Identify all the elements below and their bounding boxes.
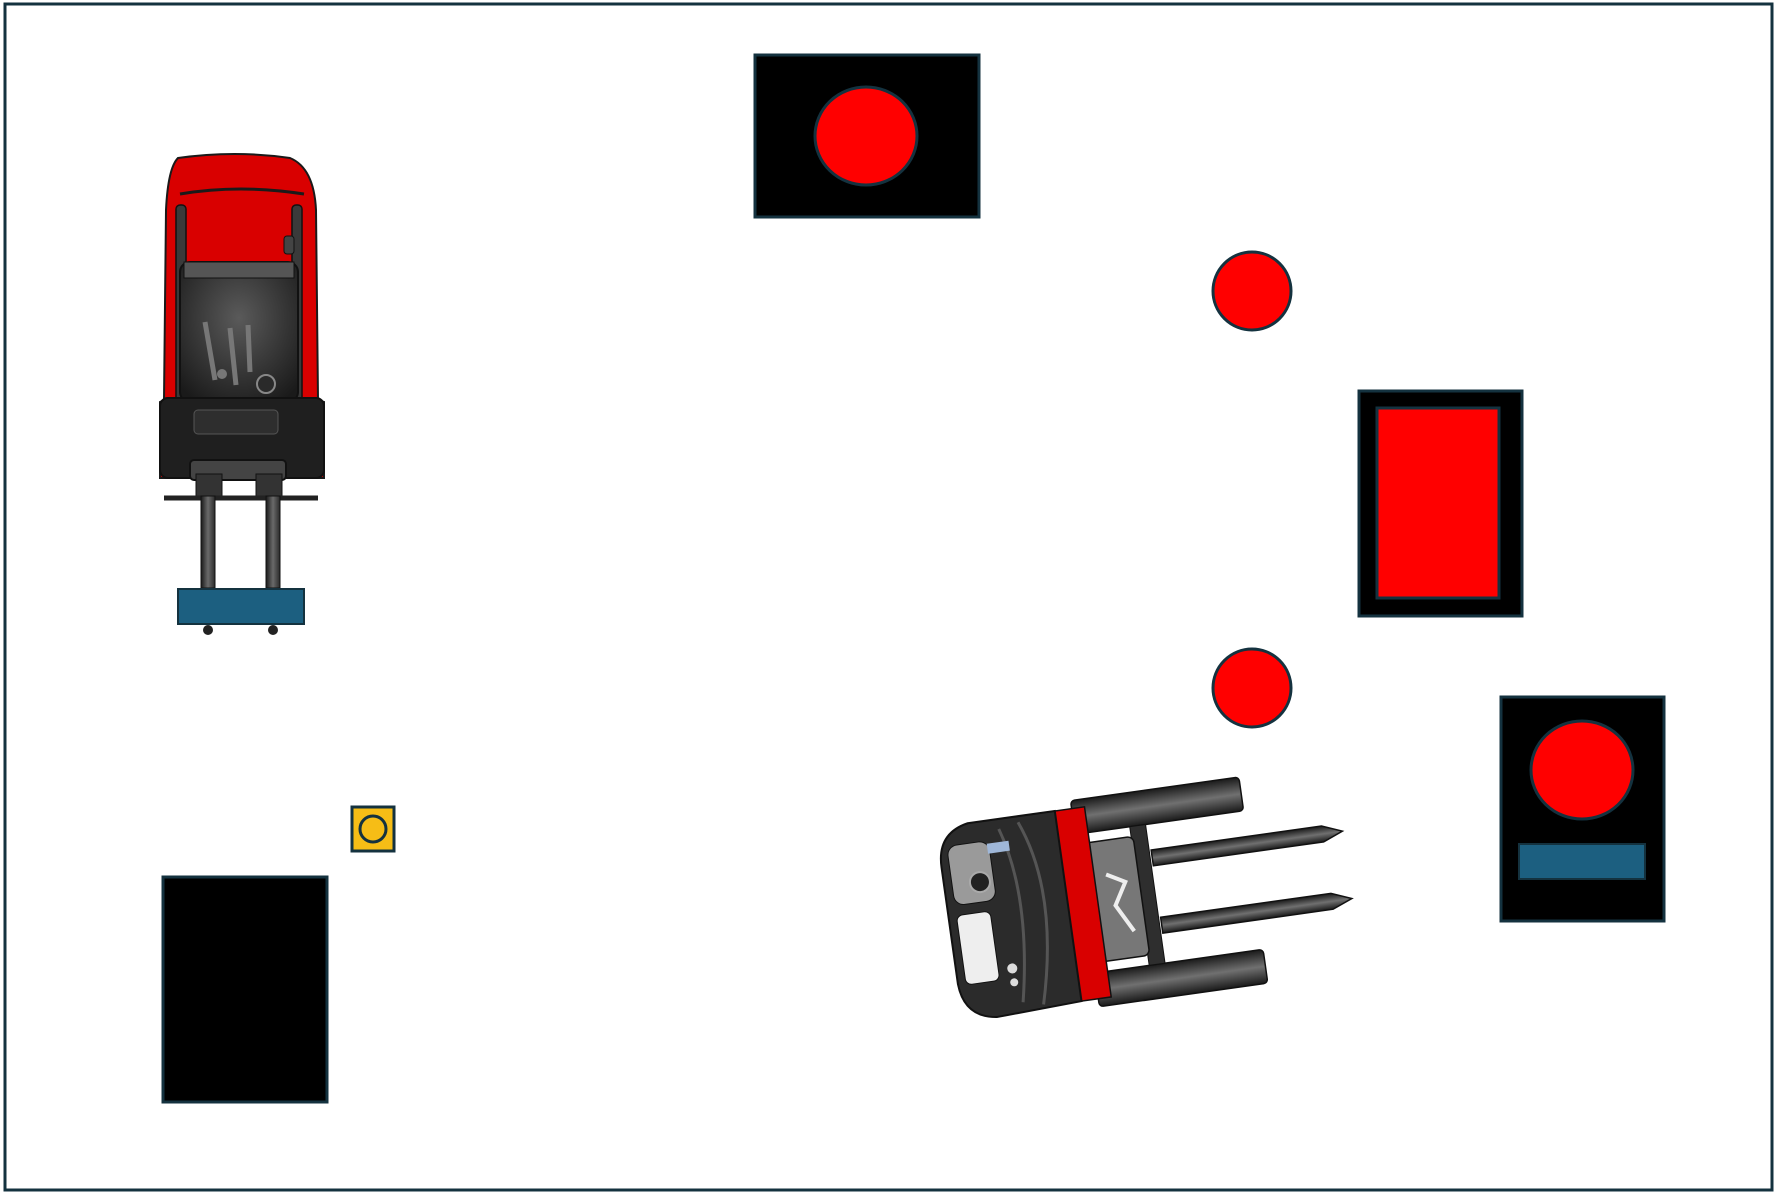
pallet-blue <box>178 589 304 624</box>
blue-bar-slot <box>1519 844 1645 879</box>
red-rectangle-slot <box>1377 408 1499 598</box>
station-far-right[interactable] <box>1501 697 1664 921</box>
target-circle-icon <box>815 87 917 185</box>
target-circle-icon <box>1531 721 1633 819</box>
station-right-rect[interactable] <box>1359 391 1522 616</box>
station-bottom-left[interactable] <box>163 877 327 1102</box>
marker-red-lower[interactable] <box>1213 649 1291 727</box>
charging-button[interactable] <box>352 807 394 851</box>
station-top[interactable] <box>755 55 979 217</box>
marker-red-upper[interactable] <box>1213 252 1291 330</box>
